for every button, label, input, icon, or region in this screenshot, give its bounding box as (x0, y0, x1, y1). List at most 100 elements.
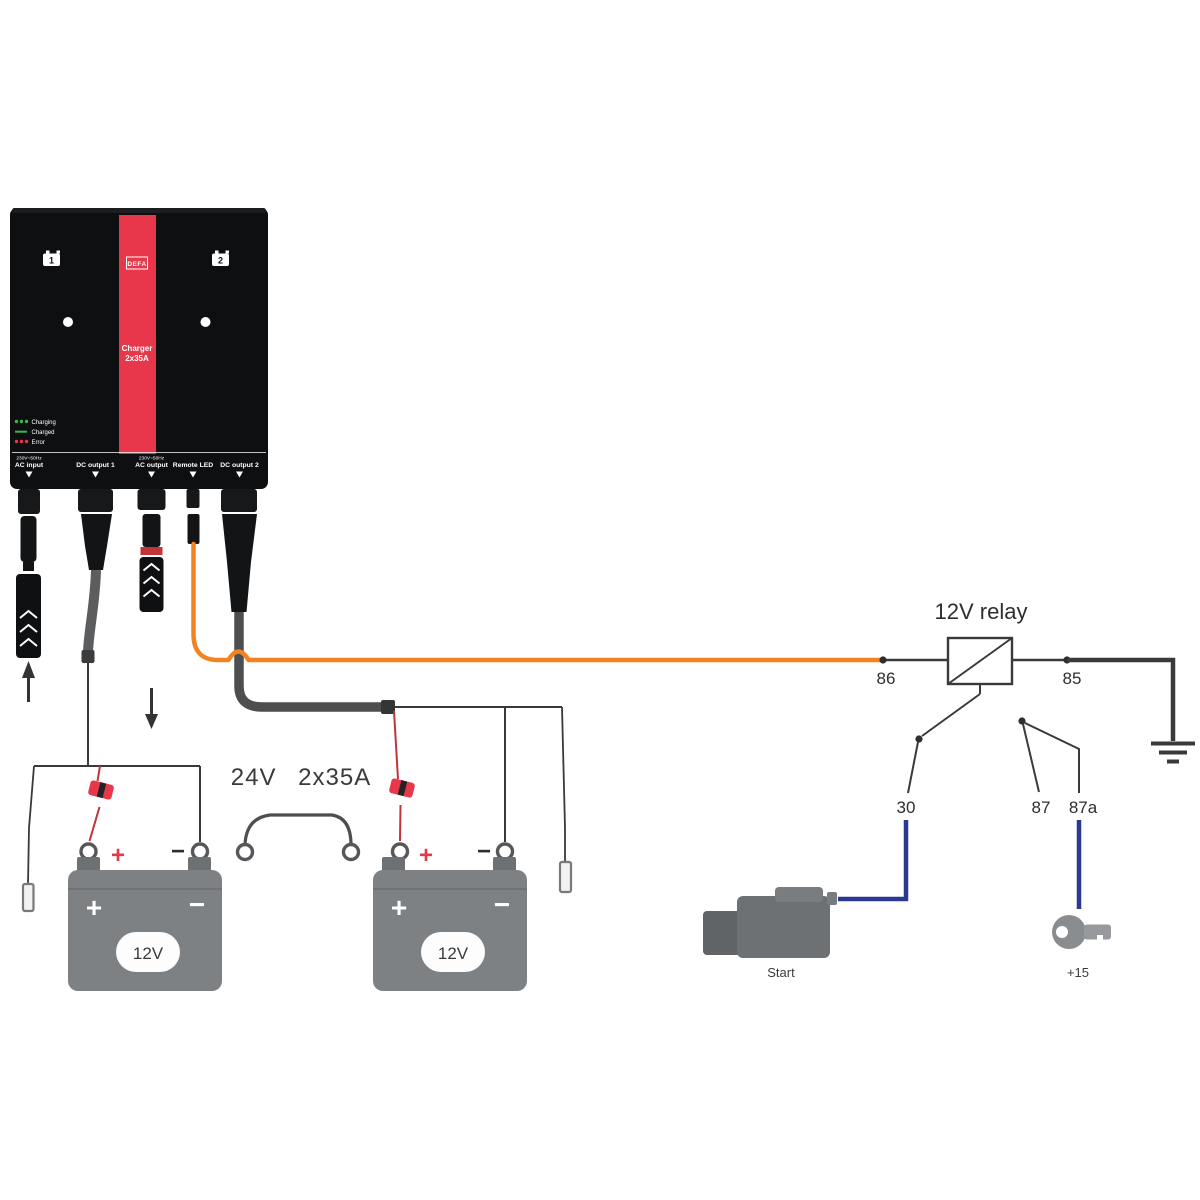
fuse-2 (389, 778, 415, 798)
legend-charged-label: Charged (32, 430, 55, 436)
fuse2-wire-top (393, 710, 399, 780)
ac-output-voltage-label: 230V~50Hz (139, 456, 165, 462)
port-marker-icon (148, 471, 155, 478)
terminal-86-dot (879, 656, 887, 664)
dc-output2-cable-sleeve (381, 700, 395, 714)
charger-unit: DEFA 1 2 Charger 2x35A Charging Charged … (10, 208, 268, 489)
battery1-body (68, 870, 222, 991)
ac-output-arrow-icon (145, 714, 158, 729)
ac-input-connector-stripes (19, 609, 38, 647)
terminal-87-lead (1022, 723, 1040, 793)
legend-error-dots (14, 439, 29, 444)
battery1-minus-symbol: − (189, 889, 205, 920)
fuse1-wire-bottom (88, 806, 101, 842)
charger-red-stripe (119, 215, 156, 454)
remote-led-connector (187, 514, 200, 544)
defa-logo-text: DEFA (127, 261, 146, 268)
battery2-post-plus (382, 857, 405, 872)
terminal-87-contact-dot (1018, 717, 1026, 725)
terminal-30-lead (907, 741, 919, 794)
ignition-key-icon (1052, 915, 1111, 949)
battery1-plus-symbol: + (86, 892, 102, 923)
ground-wire (1067, 657, 1176, 741)
bay2-number: 2 (218, 256, 223, 266)
starter-motor (703, 887, 837, 958)
ac-input-label: AC input (15, 462, 44, 469)
charger-model-line1: Charger (122, 344, 153, 353)
ac-input-plug (20, 516, 37, 562)
ring-terminal-battery2-minus (495, 842, 515, 861)
ignition-label: +15 (1067, 965, 1089, 980)
charger-top-edge (12, 208, 266, 213)
dc-output1-cable (83, 569, 101, 653)
defa-logo-box (126, 256, 148, 270)
battery1-plus-mark: + (111, 842, 125, 869)
ring-terminal-series-right (341, 842, 361, 862)
sensor1-wire (27, 765, 35, 885)
starter-branch: Start (703, 820, 909, 980)
ac-output-port (137, 489, 166, 510)
status-led-1 (63, 317, 73, 327)
battery-2: + − 12V (373, 857, 527, 991)
battery-1: + − 12V (68, 857, 222, 991)
sensor1-terminal (21, 882, 35, 913)
charger-ports (18, 489, 257, 514)
ring-terminal-battery1-plus (79, 842, 98, 861)
battery2-body (373, 870, 527, 991)
charger-model-line2: 2x35A (125, 354, 149, 363)
terminal-87-label: 87 (1032, 798, 1051, 817)
ac-output-connector-stripes (142, 562, 161, 598)
ac-input-port (18, 489, 40, 514)
ac-output-red-band (140, 547, 163, 555)
terminal-87a-label: 87a (1069, 798, 1098, 817)
dc-output2-assembly: + − (222, 514, 573, 894)
dc-output2-label: DC output 2 (220, 462, 259, 469)
legend-charging-dots (14, 419, 29, 424)
fuse-1 (88, 780, 114, 800)
terminal-87a-lead (1024, 722, 1080, 793)
ac-output-connector (139, 557, 164, 612)
ring-terminal-battery2-plus (390, 842, 410, 861)
battery2-plus-symbol: + (391, 892, 407, 923)
remote-led-port (186, 489, 200, 508)
starter-label: Start (767, 965, 795, 980)
dc-output2-cable (234, 612, 384, 712)
dc-output2-plug (222, 514, 257, 612)
battery2-voltage-badge (421, 932, 485, 972)
status-led-2 (200, 317, 211, 327)
dc-output1-cable-sleeve (81, 650, 95, 663)
port-marker-icon (25, 471, 33, 478)
ac-output-label: AC output (135, 462, 169, 469)
ac-output-plug (142, 514, 161, 547)
legend-error-label: Error (32, 440, 45, 446)
relay-armature (921, 693, 981, 737)
battery2-voltage-label: 12V (438, 944, 469, 963)
dc-output1-assembly: + − (21, 514, 210, 913)
sensor2-terminal (558, 860, 573, 894)
ac-input-voltage-label: 230V~50Hz (16, 456, 42, 462)
port-marker-icon (236, 471, 243, 478)
battery2-minus-symbol: − (494, 889, 510, 920)
terminal-86-label: 86 (877, 669, 896, 688)
port-marker-icon (92, 471, 99, 478)
ac-input-assembly (16, 516, 41, 702)
remote-led-label: Remote LED (173, 462, 214, 469)
terminal-30-contact-dot (915, 735, 923, 743)
remote-led-wire (191, 541, 883, 663)
battery2-post-minus (493, 857, 516, 872)
series-cable: 24V 2x35A (231, 764, 371, 862)
fuse1-wire-top (96, 765, 101, 782)
bay1-number: 1 (49, 256, 54, 266)
sensor2-wire (561, 706, 566, 862)
dc-output1-label: DC output 1 (76, 462, 115, 469)
relay-coil-diagonal (947, 637, 1013, 685)
ignition-branch: +15 (1052, 820, 1111, 980)
ac-input-connector (16, 574, 41, 658)
legend-charged-bar (15, 430, 27, 433)
dc-output1-port (78, 489, 113, 512)
series-label: 24V 2x35A (231, 764, 371, 791)
fuse2-wire-bottom (399, 804, 402, 842)
ac-output-assembly (139, 514, 164, 729)
